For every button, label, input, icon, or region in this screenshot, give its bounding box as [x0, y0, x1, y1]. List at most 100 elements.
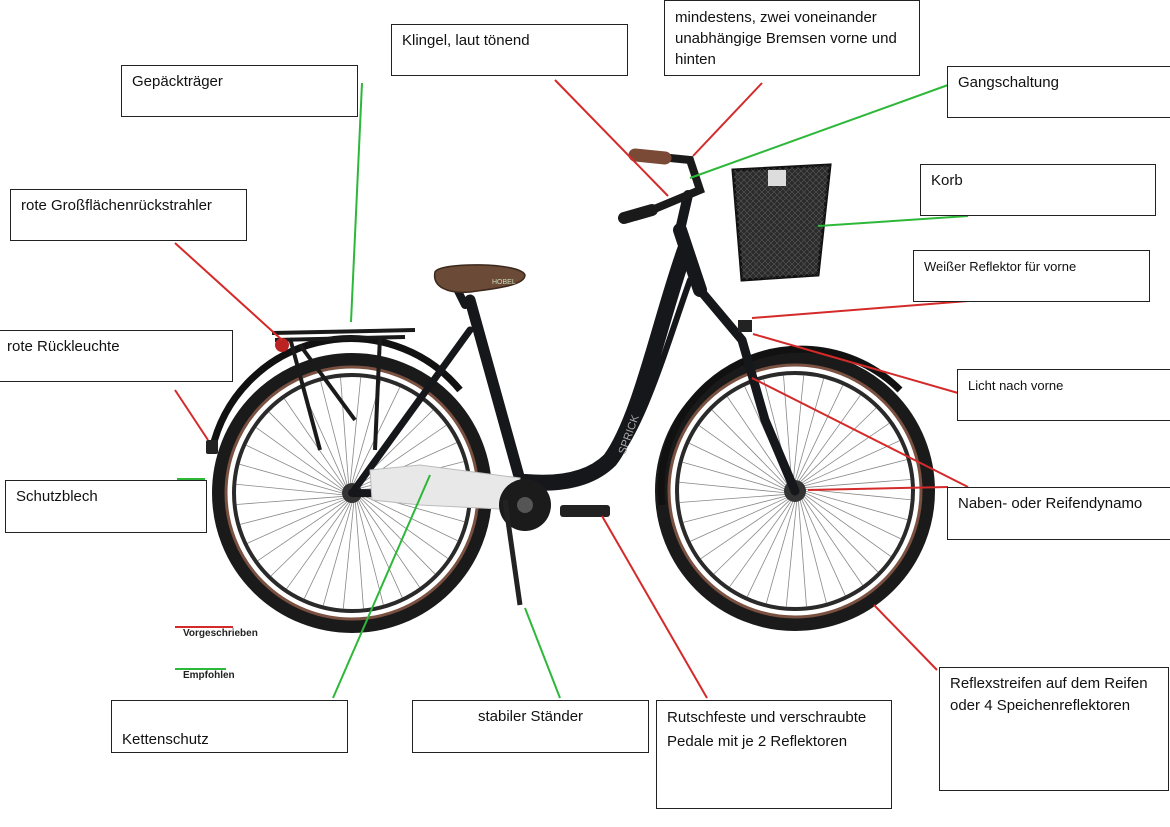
spoke — [804, 494, 892, 557]
spoke — [358, 500, 403, 598]
spoke — [798, 394, 861, 482]
spoke — [690, 497, 788, 542]
spoke — [322, 502, 353, 606]
label-klingel: Klingel, laut tönend — [391, 24, 628, 76]
line-reflektor-vorne — [751, 300, 969, 319]
spoke — [803, 495, 879, 573]
spoke — [801, 498, 846, 596]
line-gepaecktraeger — [350, 82, 363, 323]
label-staender: stabiler Ständer — [412, 700, 649, 753]
line-pedale — [601, 515, 708, 699]
front-basket — [731, 163, 832, 282]
spoke — [284, 398, 345, 487]
label-grossflaechen: rote Großflächenrückstrahler — [10, 189, 247, 241]
spoke — [320, 381, 348, 485]
line-licht-vorne — [752, 333, 959, 394]
spoke — [746, 500, 794, 597]
label-bremsen: mindestens, zwei voneinander unabhängige… — [664, 0, 920, 76]
spoke — [799, 407, 877, 483]
spoke — [804, 479, 911, 488]
spoke — [355, 502, 364, 609]
spoke — [785, 500, 798, 607]
line-grossflaechen — [174, 242, 283, 341]
spoke — [361, 496, 449, 559]
spoke — [236, 496, 343, 505]
spoke — [303, 502, 351, 599]
saddle — [433, 264, 526, 294]
spoke — [679, 481, 786, 494]
label-korb: Korb — [920, 164, 1156, 216]
rear-reflector — [206, 440, 218, 454]
rear-fender — [208, 335, 463, 451]
spoke — [804, 488, 911, 501]
spoke — [802, 440, 900, 485]
line-staender — [524, 607, 561, 699]
spoke — [349, 377, 362, 484]
line-korb — [817, 215, 969, 227]
spoke — [804, 492, 901, 540]
pedal — [560, 505, 610, 517]
spoke — [255, 427, 343, 490]
spoke — [801, 423, 890, 484]
spoke — [698, 425, 786, 488]
spoke — [700, 498, 789, 559]
label-licht-vorne: Licht nach vorne — [957, 369, 1170, 421]
legend-recommended-label: Empfohlen — [183, 670, 235, 681]
line-bremsen — [692, 82, 763, 157]
rear-light — [275, 338, 289, 352]
spoke — [236, 483, 343, 496]
label-reflexstreifen: Reflexstreifen auf dem Reifen oder 4 Spe… — [939, 667, 1169, 791]
chain-guard — [369, 464, 521, 511]
spoke — [799, 499, 827, 603]
label-gepaecktraeger: Gepäckträger — [121, 65, 358, 117]
spoke — [802, 497, 863, 586]
label-reflektor-vorne: Weißer Reflektor für vorne — [913, 250, 1150, 302]
spoke — [792, 375, 805, 482]
label-rueckleuchte: rote Rückleuchte — [0, 330, 233, 382]
label-schutzblech: Schutzblech — [5, 480, 207, 533]
spoke — [247, 499, 345, 544]
spoke — [359, 499, 420, 588]
label-kettenschutz: Kettenschutz — [111, 700, 348, 753]
bike-frame — [348, 190, 800, 499]
spoke — [246, 444, 343, 492]
spoke — [340, 377, 349, 484]
spoke — [727, 396, 788, 485]
line-rueckleuchte — [174, 389, 209, 441]
spoke — [803, 459, 907, 487]
line-reflexstreifen — [873, 604, 938, 671]
spoke — [682, 461, 786, 492]
label-gangschaltung: Gangschaltung — [947, 66, 1170, 118]
label-pedale: Rutschfeste und verschraubte Pedale mit … — [656, 700, 892, 809]
kickstand — [502, 499, 523, 606]
spoke — [783, 375, 792, 482]
callout-lines — [174, 79, 969, 699]
spoke — [286, 502, 349, 590]
spoke — [360, 497, 436, 575]
line-dynamo-a — [751, 377, 969, 488]
label-dynamo: Naben- oder Reifendynamo — [947, 487, 1170, 540]
spoke — [239, 463, 343, 494]
spoke — [689, 442, 786, 490]
front-lamp — [738, 320, 752, 332]
handlebar — [618, 148, 705, 224]
spoke — [342, 502, 355, 609]
front-fender — [657, 345, 903, 506]
spoke — [798, 500, 807, 607]
line-dynamo-b — [807, 486, 949, 491]
spoke — [361, 494, 458, 542]
spoke — [683, 495, 787, 523]
spoke — [794, 378, 825, 482]
spoke — [796, 385, 844, 482]
spoke — [765, 500, 796, 604]
spoke — [240, 497, 344, 525]
line-gangschaltung — [689, 84, 949, 179]
spoke — [713, 499, 791, 575]
line-kettenschutz — [332, 474, 431, 699]
saddle-brand-text: HOBEL — [492, 279, 516, 286]
spoke — [729, 500, 792, 588]
luggage-rack — [271, 328, 416, 451]
spoke — [270, 501, 348, 577]
